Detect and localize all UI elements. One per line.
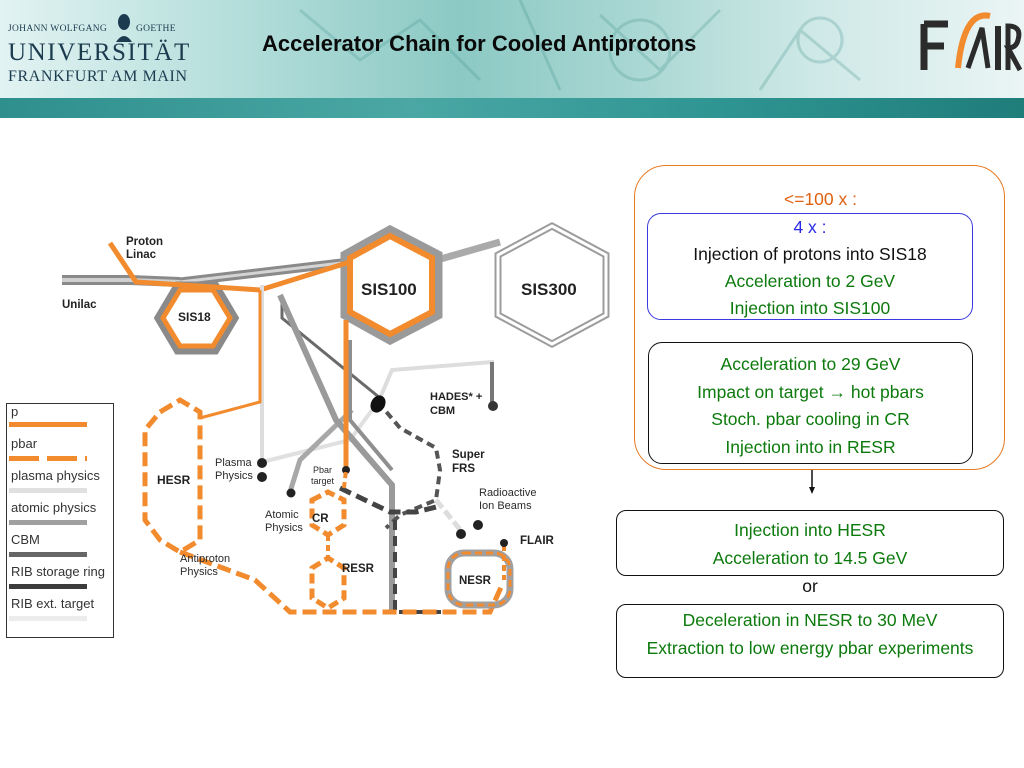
uni-top-right-text: GOETHE [136, 24, 176, 34]
radioactive-label-1: Radioactive [479, 487, 536, 499]
hades-label-1: HADES* + [430, 391, 482, 403]
plasma-target-dot-1 [257, 458, 267, 468]
plasma-label-1: Plasma [215, 457, 253, 469]
hesr-injection-box: Injection into HESR Acceleration to 14.5… [616, 510, 1004, 576]
proton-linac-label-1: Proton [126, 236, 163, 248]
banner-stripe [0, 98, 1024, 118]
plasma-label-2: Physics [215, 470, 253, 482]
step-text: Injection of protons into SIS18 [693, 244, 927, 264]
legend-swatch-rib-ext [9, 616, 87, 621]
step-text: Acceleration to 29 GeV [720, 354, 901, 374]
legend-swatch-pbar [9, 456, 87, 461]
legend-item: p [11, 404, 131, 419]
pbar-target-label-1: Pbar [313, 465, 332, 475]
sis100-ring [340, 224, 443, 346]
atomic-physics-line [287, 408, 354, 493]
or-separator: or [802, 576, 818, 596]
header-banner: JOHANN WOLFGANG GOETHE UNIVERSITÄT FRANK… [0, 0, 1024, 118]
pbar-target-label-2: target [311, 476, 335, 486]
nesr-deceleration-box: Deceleration in NESR to 30 MeV Extractio… [616, 604, 1004, 678]
legend-label: RIB ext. target [11, 596, 95, 611]
atomic-label-1: Atomic [265, 509, 299, 521]
cr-label: CR [312, 513, 329, 525]
step-text: Extraction to low energy pbar experiment… [646, 638, 974, 658]
legend-label: CBM [11, 532, 40, 547]
step-text: Acceleration to 14.5 GeV [712, 548, 908, 568]
unilac-label: Unilac [62, 299, 97, 311]
legend-item: CBM [11, 532, 131, 547]
step-text: Injection into SIS100 [729, 298, 891, 318]
goethe-portrait-icon [116, 14, 132, 42]
legend-label: plasma physics [11, 468, 100, 483]
flair-label: FLAIR [520, 535, 555, 547]
sis300-label: SIS300 [521, 280, 577, 299]
rib-storage-line [338, 485, 441, 515]
legend-item: pbar [11, 436, 131, 451]
pbar-production-box: Acceleration to 29 GeV Impact on target … [648, 342, 973, 464]
legend-label: atomic physics [11, 500, 97, 515]
legend: p pbar plasma physics atomic physics CBM… [6, 403, 114, 638]
legend-swatch-plasma [9, 488, 87, 493]
repetition-box: <=100 x : [634, 165, 1005, 470]
cr-ring [309, 489, 347, 538]
legend-item: plasma physics [11, 468, 131, 483]
legend-label: pbar [11, 436, 38, 451]
super-frs-label-2: FRS [452, 463, 475, 475]
step-text: Injection into in RESR [725, 436, 896, 457]
legend-item: RIB ext. target [11, 596, 131, 611]
page-title: Accelerator Chain for Cooled Antiprotons [262, 31, 697, 56]
step-text: Deceleration in NESR to 30 MeV [682, 610, 938, 630]
atomic-label-2: Physics [265, 522, 303, 534]
legend-swatch-rib-storage [9, 584, 87, 589]
accelerator-diagram: SIS18 SIS100 SIS300 Proton Linac Unilac … [62, 222, 610, 615]
legend-swatch-cbm [9, 552, 87, 557]
hesr-ring [142, 397, 203, 555]
legend-swatch-proton [9, 422, 87, 427]
proton-injection-box: 4 x : Injection of protons into SIS18 Ac… [647, 213, 973, 320]
uni-name: UNIVERSITÄT [8, 39, 191, 66]
atomic-transfer-line [277, 293, 395, 610]
legend-label: p [11, 404, 19, 419]
legend-swatch-atomic [9, 520, 87, 525]
legend-item: atomic physics [11, 500, 131, 515]
pbar-transport-line [179, 549, 505, 615]
uni-city: FRANKFURT AM MAIN [8, 68, 188, 85]
resr-label: RESR [342, 563, 375, 575]
cbm-line [280, 300, 381, 400]
plasma-target-dot-2 [257, 472, 267, 482]
injection-count-heading: 4 x : [793, 217, 827, 237]
hades-label-2: CBM [430, 405, 455, 417]
uni-top-left-text: JOHANN WOLFGANG [8, 24, 108, 34]
university-logo: JOHANN WOLFGANG GOETHE UNIVERSITÄT FRANK… [8, 10, 191, 90]
step-text: Injection into HESR [734, 520, 886, 540]
production-target [370, 395, 386, 413]
resr-ring [309, 555, 347, 611]
nesr-label: NESR [459, 575, 492, 587]
proton-linac-label-2: Linac [126, 249, 157, 261]
super-frs-line [376, 400, 443, 530]
fair-logo [920, 12, 1022, 72]
antiproton-label-2: Physics [180, 566, 218, 578]
arrow-down-icon [809, 470, 815, 494]
legend-label: RIB storage ring [11, 564, 105, 579]
step-text: Impact on target → hot pbars [697, 381, 924, 402]
sis100-label: SIS100 [361, 280, 417, 299]
antiproton-label-1: Antiproton [180, 553, 230, 565]
hesr-label: HESR [157, 473, 191, 487]
atomic-target-dot [286, 488, 296, 498]
hades-target-dot [488, 401, 498, 411]
banner-background-photo [299, 0, 861, 91]
step-text: Stoch. pbar cooling in CR [711, 409, 910, 429]
repetition-heading: <=100 x : [784, 189, 857, 209]
radioactive-label-2: Ion Beams [479, 500, 532, 512]
step-text: Acceleration to 2 GeV [724, 271, 896, 291]
sis18-label: SIS18 [178, 310, 211, 324]
proton-beamline [107, 241, 351, 293]
legend-item: RIB storage ring [11, 564, 131, 579]
super-frs-label-1: Super [452, 449, 485, 461]
